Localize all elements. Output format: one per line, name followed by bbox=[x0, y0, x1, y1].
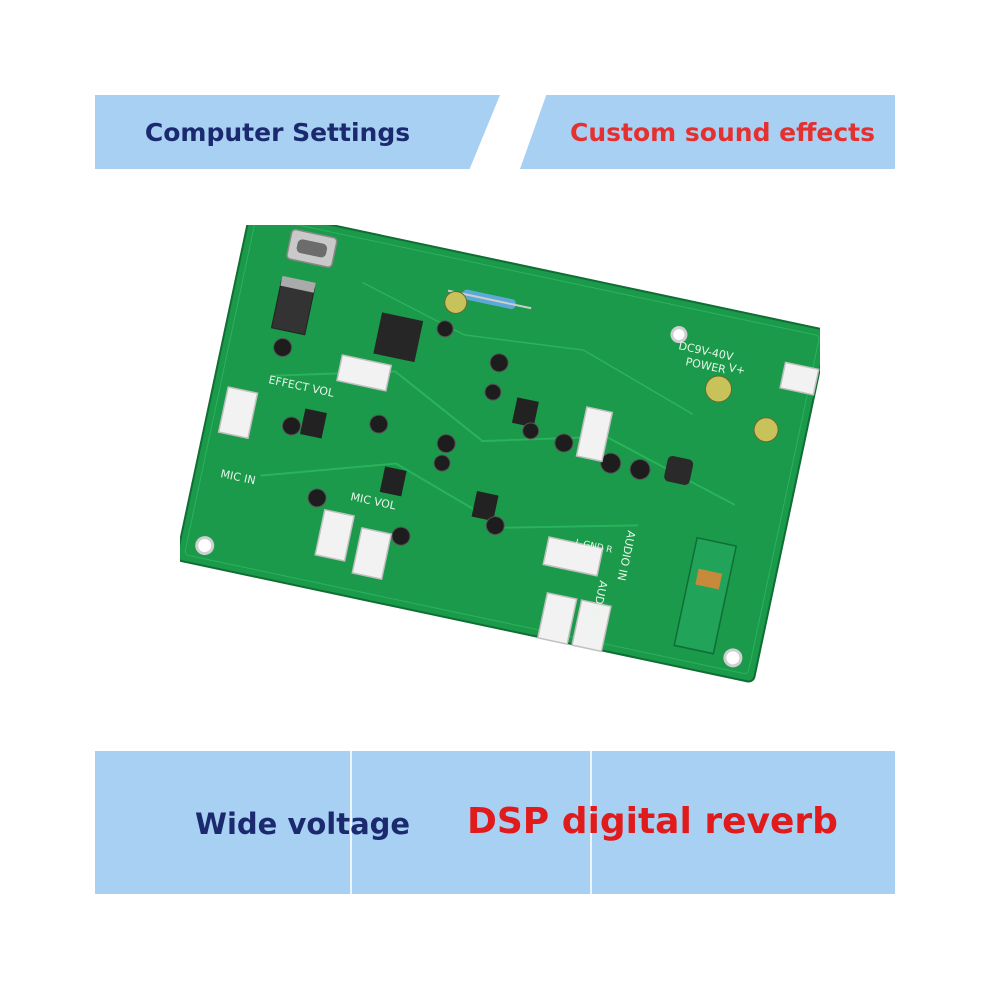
banner-computer-settings: Computer Settings bbox=[95, 95, 500, 169]
banner-seam bbox=[350, 751, 352, 894]
bottom-banner: Wide voltage DSP digital reverb bbox=[95, 751, 895, 894]
banner-custom-sound-effects-text: Custom sound effects bbox=[570, 117, 875, 147]
circuit-board-image: DC9V-40V POWER V+ EFFECT VOL MIC IN MIC … bbox=[180, 225, 820, 683]
vplus-label: V+ bbox=[727, 361, 746, 377]
banner-seam bbox=[590, 751, 592, 894]
wide-voltage-text: Wide voltage bbox=[195, 807, 411, 841]
banner-custom-sound-effects: Custom sound effects bbox=[520, 95, 895, 169]
dsp-digital-reverb-text: DSP digital reverb bbox=[467, 801, 838, 842]
banner-computer-settings-text: Computer Settings bbox=[144, 117, 411, 147]
